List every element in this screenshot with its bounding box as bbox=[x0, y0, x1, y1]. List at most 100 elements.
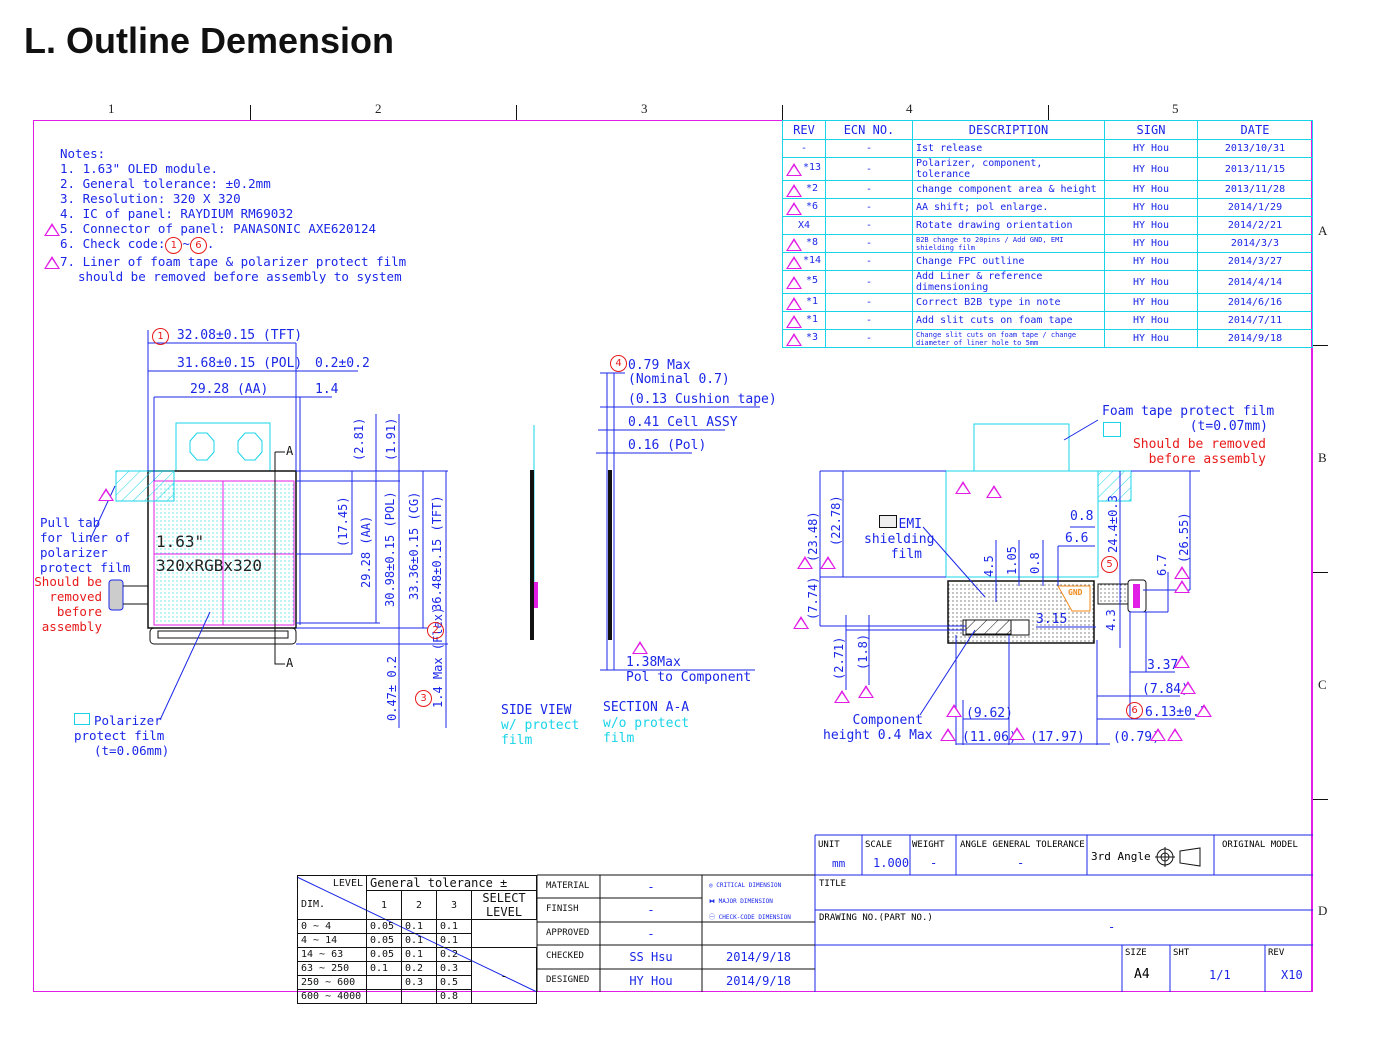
revision-row: *8-B2B change to 20pins / Add GND, EMI s… bbox=[782, 234, 1313, 253]
ecn-cell: - bbox=[825, 157, 913, 181]
revision-triangle-icon bbox=[786, 296, 802, 310]
page-heading: L. Outline Demension bbox=[24, 20, 395, 61]
zone-divider bbox=[1313, 572, 1328, 573]
revision-triangle-icon bbox=[946, 704, 962, 717]
tol-range: 250 ~ 600 bbox=[297, 975, 367, 990]
dim-back: 0.8 bbox=[1070, 509, 1094, 524]
zone-divider bbox=[1313, 345, 1328, 346]
check-code-badge: 2 bbox=[427, 622, 444, 639]
tol-level: 2 bbox=[401, 890, 437, 920]
note-item: 2. General tolerance: ±0.2mm bbox=[60, 176, 271, 191]
section-marker-bottom: A bbox=[286, 656, 294, 670]
tol-value: 0.1 bbox=[401, 933, 437, 948]
projection-label: 3rd Angle bbox=[1091, 850, 1151, 863]
revision-triangle-icon bbox=[1196, 704, 1212, 717]
dim-back: (0.79) bbox=[1113, 730, 1160, 745]
tol-select-value: - bbox=[471, 947, 537, 1004]
note-item: should be removed before assembly to sys… bbox=[78, 269, 402, 284]
title-block-lines bbox=[814, 834, 1313, 992]
dim-aa-offset: 1.4 bbox=[315, 382, 339, 397]
tol-value: 0.05 bbox=[366, 919, 402, 934]
dim-back: (17.97) bbox=[1030, 730, 1085, 745]
approval-label: DESIGNED bbox=[546, 975, 590, 985]
dim-aa-width: 29.28 (AA) bbox=[190, 382, 269, 397]
sheet-value: 1/1 bbox=[1209, 968, 1231, 982]
check-code-badge: 6 bbox=[1126, 702, 1143, 719]
approval-name: HY Hou bbox=[629, 974, 673, 988]
tol-range: 600 ~ 4000 bbox=[297, 989, 367, 1004]
rev-cell: *13 bbox=[782, 157, 826, 181]
tol-value: 0.2 bbox=[436, 947, 472, 962]
rev-cell: *3 bbox=[782, 329, 826, 348]
back-view bbox=[819, 419, 1200, 745]
dim-section: 0.41 Cell ASSY bbox=[628, 415, 738, 430]
approval-name: - bbox=[647, 880, 655, 894]
dim-back: (11.06) bbox=[962, 730, 1017, 745]
note-item: 1. 1.63" OLED module. bbox=[60, 161, 219, 176]
tol-value: 0.1 bbox=[401, 919, 437, 934]
polarizer-swatch-icon bbox=[74, 713, 90, 725]
sign-cell: HY Hou bbox=[1104, 270, 1198, 294]
revision-triangle-icon bbox=[786, 237, 802, 251]
approval-label: CHECKED bbox=[546, 951, 584, 961]
tol-value: 0.05 bbox=[366, 947, 402, 962]
drawing-no-label: DRAWING NO.(PART NO.) bbox=[819, 913, 933, 923]
revision-table: REV ECN NO. DESCRIPTION SIGN DATE --Ist … bbox=[782, 120, 1313, 348]
foam-swatch-icon bbox=[1103, 422, 1121, 437]
tol-level: 1 bbox=[366, 890, 402, 920]
side-view-title: SIDE VIEW bbox=[501, 703, 572, 718]
zone-col-2: 2 bbox=[375, 101, 382, 116]
revision-triangle-icon bbox=[44, 256, 60, 269]
approval-name: - bbox=[647, 927, 655, 941]
tol-range: 4 ~ 14 bbox=[297, 933, 367, 948]
scale-value: 1.000 bbox=[873, 856, 910, 870]
approval-label: FINISH bbox=[546, 904, 579, 914]
section-marker-top: A bbox=[286, 444, 294, 458]
tol-range: 0 ~ 4 bbox=[297, 919, 367, 934]
liner-hole bbox=[189, 432, 215, 461]
tol-corner-dim: DIM. bbox=[297, 890, 367, 920]
tol-value: 0.1 bbox=[401, 947, 437, 962]
dim-back: (1.8) bbox=[856, 633, 870, 670]
dim-tft-height: 36.48±0.15 (TFT) bbox=[430, 495, 444, 611]
zone-divider bbox=[250, 105, 251, 120]
original-model-label: ORIGINAL MODEL bbox=[1222, 840, 1298, 850]
date-cell: 2014/4/14 bbox=[1197, 270, 1313, 294]
dim-section: 0.16 (Pol) bbox=[628, 438, 707, 453]
approval-name: - bbox=[647, 903, 655, 917]
tol-value: 0.1 bbox=[436, 933, 472, 948]
size-value: A4 bbox=[1134, 967, 1150, 982]
revision-triangle-icon bbox=[1150, 728, 1166, 741]
emi-shielding-label: EMI shielding film bbox=[864, 515, 935, 562]
dim-center: (17.45) bbox=[336, 496, 350, 547]
dim-back: 3.37 bbox=[1147, 658, 1179, 673]
angle-tolerance-label: ANGLE GENERAL TOLERANCE bbox=[960, 840, 1085, 850]
dim-back: (9.62) bbox=[966, 706, 1013, 721]
revision-triangle-icon bbox=[820, 556, 836, 569]
revision-triangle-icon bbox=[786, 163, 802, 176]
approval-label: MATERIAL bbox=[546, 881, 590, 891]
zone-col-1: 1 bbox=[108, 101, 115, 116]
tol-value bbox=[366, 975, 402, 990]
unit-value: mm bbox=[832, 857, 846, 870]
revision-triangle-icon bbox=[98, 488, 114, 501]
tol-value: 0.2 bbox=[401, 961, 437, 976]
dim-back: 6.6 bbox=[1065, 531, 1089, 546]
revision-triangle-icon bbox=[940, 728, 956, 741]
tol-value: 0.1 bbox=[436, 919, 472, 934]
revision-triangle-icon bbox=[793, 616, 809, 629]
dim-back: (2.71) bbox=[832, 636, 846, 680]
revision-triangle-icon bbox=[786, 255, 802, 269]
drawing-no-value: - bbox=[1108, 920, 1116, 934]
display-size-label: 1.63" bbox=[156, 532, 205, 551]
revision-triangle-icon bbox=[986, 485, 1002, 498]
zone-row-a: A bbox=[1318, 223, 1328, 238]
scale-label: SCALE bbox=[865, 840, 893, 850]
